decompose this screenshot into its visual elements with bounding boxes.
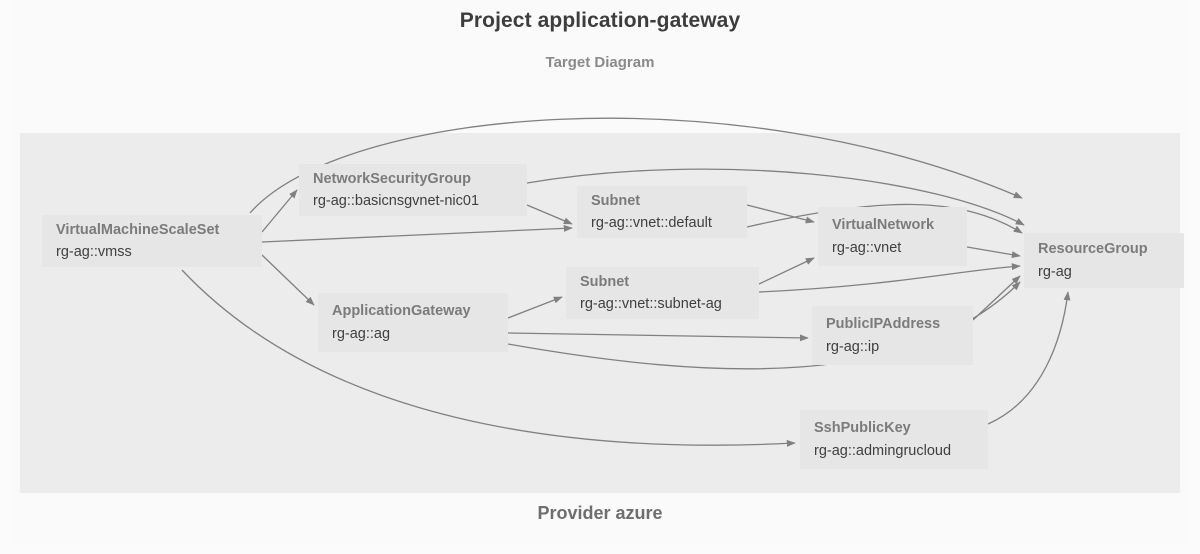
node-name-label: rg-ag::admingrucloud [814,442,952,459]
node-name-label: rg-ag::basicnsgvnet-nic01 [313,193,480,209]
node-name-label: rg-ag::ag [332,325,391,342]
provider-cluster-label: Provider azure [537,503,663,523]
diagram-canvas: Project application-gateway Target Diagr… [12,0,1188,543]
node-type-label: SshPublicKey [814,420,911,437]
node-name-label: rg-ag::vmss [56,244,132,260]
node-type-label: ResourceGroup [1038,241,1148,258]
node-name-label: rg-ag::vnet::default [591,215,712,231]
node-type-label: NetworkSecurityGroup [313,170,471,187]
graph-node-rg[interactable]: ResourceGroup rg-ag [1024,233,1184,288]
page-title: Project application-gateway [459,9,741,32]
node-name-label: rg-ag::vnet [832,239,902,256]
node-name-label: rg-ag::vnet::subnet-ag [580,296,722,312]
node-name-label: rg-ag [1038,263,1072,280]
node-type-label: Subnet [591,192,641,209]
node-type-label: ApplicationGateway [332,303,471,320]
diagram-subtitle: Target Diagram [545,54,655,71]
node-type-label: PublicIPAddress [826,316,941,333]
node-name-label: rg-ag::ip [826,338,880,355]
node-type-label: Subnet [580,273,630,290]
node-type-label: VirtualMachineScaleSet [56,221,220,238]
node-type-label: VirtualNetwork [832,217,935,234]
